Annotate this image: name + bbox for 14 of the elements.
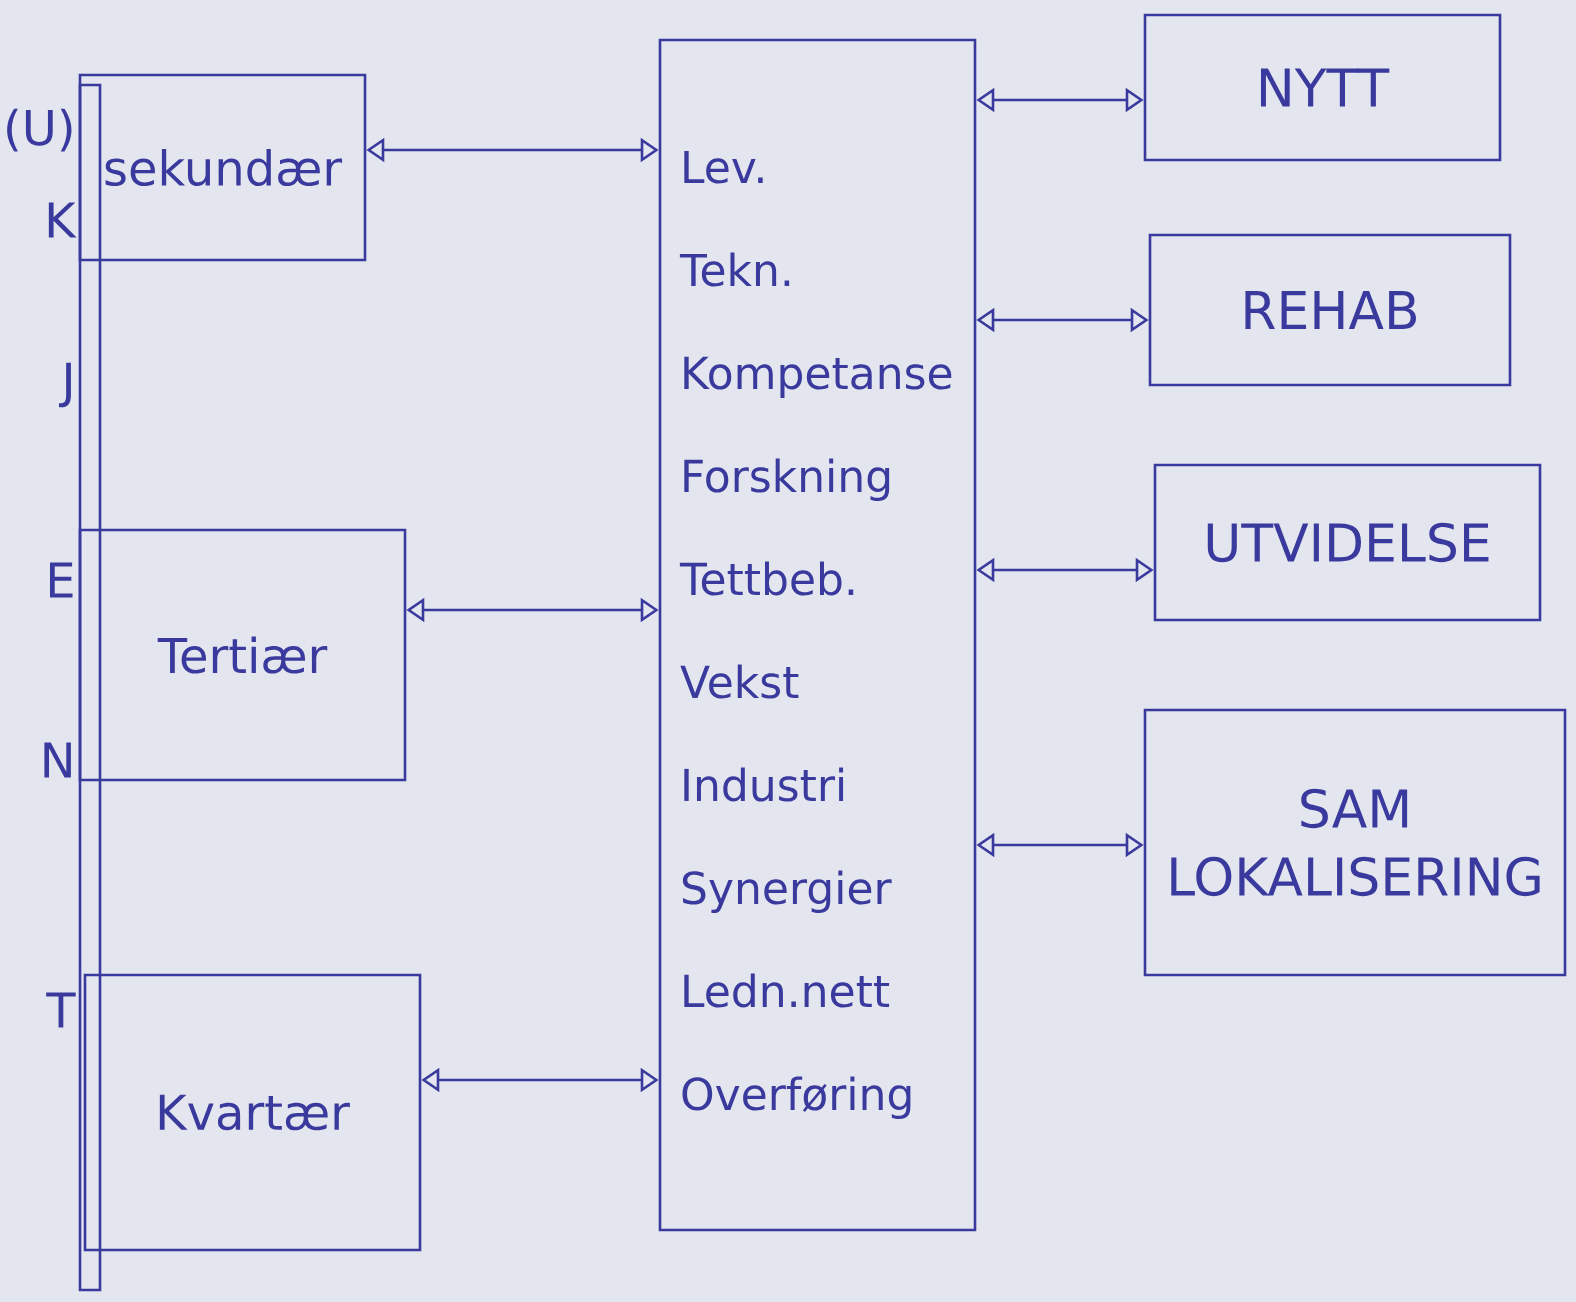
letter: T	[46, 992, 76, 1028]
letter: (U)	[7, 108, 72, 152]
box: REHAB	[1148, 233, 1512, 387]
list-box: Lev. Tekn. Kompetanse Forskning Tettbeb. Vekst Industri Synergier Ledn.nett Overføring	[658, 38, 977, 1232]
box: NYTT	[1143, 13, 1502, 162]
letter: K	[48, 202, 77, 238]
box: Tertiær	[78, 528, 407, 782]
letter: E	[50, 562, 73, 598]
letter: N	[44, 742, 71, 778]
box: sekundær	[78, 73, 367, 262]
box: UTVIDELSE	[1153, 463, 1542, 622]
box: Kvartær	[83, 973, 422, 1252]
box: SAM LOKALISERING	[1143, 708, 1567, 977]
letter: J	[58, 362, 71, 408]
